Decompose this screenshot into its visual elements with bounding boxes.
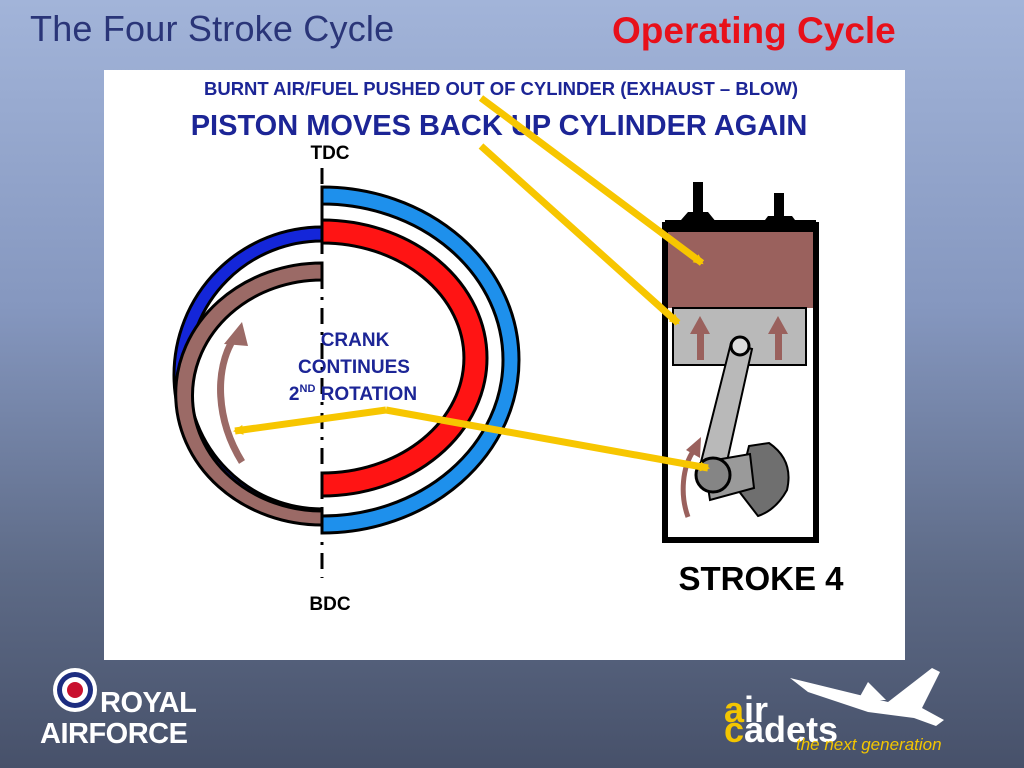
glider-icon xyxy=(790,668,944,726)
gudgeon-pin xyxy=(729,335,751,357)
pointer-arrow-exhaust xyxy=(478,95,705,266)
bdc-label: BDC xyxy=(309,594,350,615)
heading-exhaust: BURNT AIR/FUEL PUSHED OUT OF CYLINDER (E… xyxy=(204,78,798,99)
air-cadets-logo: air cadets the next generation xyxy=(724,668,944,754)
piston-up-arrow-right xyxy=(768,316,788,360)
combustion-chamber xyxy=(668,230,813,308)
pointer-arrow-crank-left xyxy=(233,406,387,435)
crank-pin xyxy=(694,456,732,494)
slide-title: The Four Stroke Cycle xyxy=(30,8,395,49)
intake-valve xyxy=(674,182,721,228)
crank-label-line2: CONTINUES xyxy=(298,357,410,378)
piston-up-arrow-left xyxy=(690,316,710,360)
raf-line1: ROYAL xyxy=(100,687,196,719)
raf-logo: ROYAL AIRFORCE xyxy=(40,668,197,748)
cylinder-wall xyxy=(662,222,819,543)
crank-label-line3: 2ND ROTATION xyxy=(289,383,417,405)
rotation-arrow-left xyxy=(217,336,245,464)
crank-rotation-arrow xyxy=(680,448,697,518)
cadets-tagline: the next generation xyxy=(796,735,942,754)
pointer-arrow-piston xyxy=(478,143,681,326)
cadets-cadets-text: cadets xyxy=(724,709,838,750)
cadets-air-text: air xyxy=(724,689,768,730)
raf-line2: AIRFORCE xyxy=(40,718,188,748)
diagram-panel: BURNT AIR/FUEL PUSHED OUT OF CYLINDER (E… xyxy=(104,70,905,660)
raf-roundel-icon xyxy=(53,668,97,712)
four-stroke-diagram: BURNT AIR/FUEL PUSHED OUT OF CYLINDER (E… xyxy=(172,78,844,615)
pointer-arrow-crank-right xyxy=(385,406,710,472)
crank-label-line1: CRANK xyxy=(321,330,390,351)
stroke-label: STROKE 4 xyxy=(678,560,844,597)
exhaust-valve xyxy=(756,193,804,232)
slide-subtitle: Operating Cycle xyxy=(612,10,896,51)
tdc-label: TDC xyxy=(310,143,349,164)
